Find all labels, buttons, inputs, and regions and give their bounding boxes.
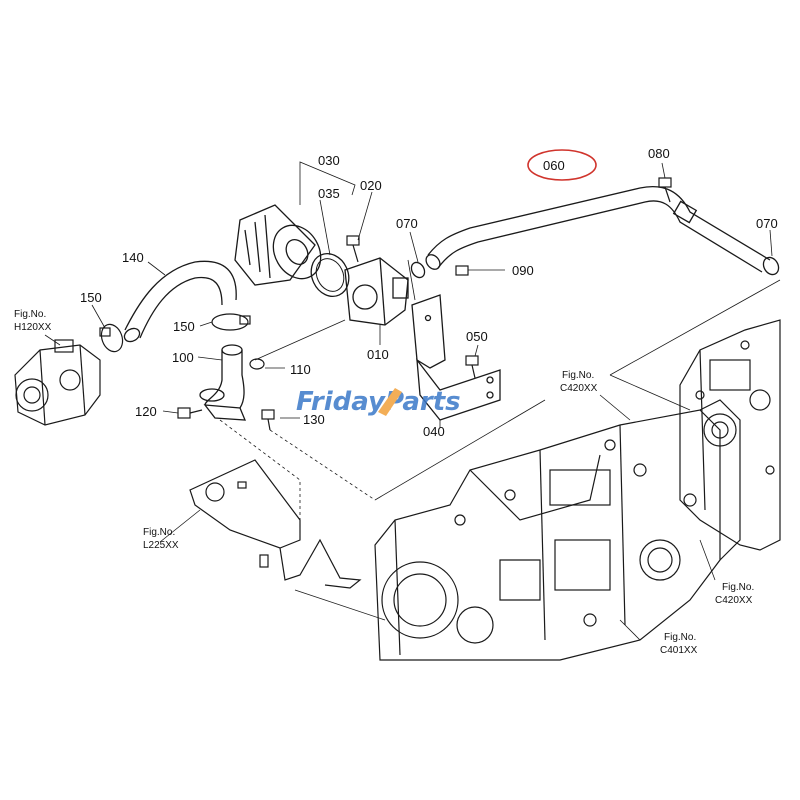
- hydraulic-pump: [14, 339, 101, 426]
- figref-c420b-line1: Fig.No.: [722, 582, 754, 593]
- watermark-swoosh: [378, 388, 402, 416]
- label-030: 030: [318, 153, 340, 168]
- figref-h120-line2: H120XX: [14, 322, 52, 333]
- figref-c420a-line2: C420XX: [560, 383, 598, 394]
- bolt-050: [465, 355, 479, 379]
- label-020: 020: [360, 178, 382, 193]
- transmission-housing: [374, 399, 741, 661]
- watermark-part1: Friday: [296, 387, 386, 417]
- label-090: 090: [512, 263, 534, 278]
- label-150-upper: 150: [173, 319, 195, 334]
- label-080: 080: [648, 146, 670, 161]
- figref-c401-line1: Fig.No.: [664, 632, 696, 643]
- label-140: 140: [122, 250, 144, 265]
- label-050: 050: [466, 329, 488, 344]
- figref-l225-line1: Fig.No.: [143, 527, 175, 538]
- svg-text:FridayParts: FridayParts: [296, 387, 461, 417]
- oil-filter: [234, 204, 322, 286]
- bolt-120: [177, 407, 203, 419]
- label-070-left: 070: [396, 216, 418, 231]
- hose-clamp-lower: [99, 323, 124, 353]
- hose-clamp-upper: [211, 313, 251, 331]
- bolt-130: [261, 409, 275, 431]
- label-100: 100: [172, 350, 194, 365]
- watermark-logo: FridayParts: [296, 387, 461, 417]
- hose: [123, 260, 237, 343]
- label-150-left: 150: [80, 290, 102, 305]
- figref-l225-line2: L225XX: [143, 540, 179, 551]
- figref-c401-line2: C401XX: [660, 645, 698, 656]
- bolt-090: [455, 265, 505, 276]
- bolt-020: [346, 235, 360, 263]
- o-ring-110: [249, 358, 265, 370]
- label-060: 060: [543, 158, 565, 173]
- label-120: 120: [135, 404, 157, 419]
- label-070-right: 070: [756, 216, 778, 231]
- oil-pipe: [425, 186, 771, 273]
- filter-gasket: [310, 253, 350, 297]
- filter-head: [344, 257, 409, 326]
- label-040: 040: [423, 424, 445, 439]
- o-ring-right: [762, 256, 780, 276]
- o-ring-left: [410, 261, 426, 279]
- figure-references: Fig.No. H120XX Fig.No. C420XX Fig.No. L2…: [14, 309, 754, 656]
- label-010: 010: [367, 347, 389, 362]
- pipe-fitting: [199, 344, 247, 421]
- figref-c420a-line1: Fig.No.: [562, 370, 594, 381]
- lower-bracket: [189, 459, 362, 589]
- rear-cover: [679, 319, 781, 551]
- figref-h120-line1: Fig.No.: [14, 309, 46, 320]
- label-130: 130: [303, 412, 325, 427]
- figref-c420b-line2: C420XX: [715, 595, 753, 606]
- leader-lines: [44, 161, 781, 641]
- highlight-circle: [527, 149, 597, 181]
- bracket: [411, 294, 501, 421]
- filter-gasket-inner: [315, 258, 345, 292]
- label-110: 110: [290, 362, 311, 377]
- part-labels: 030 035 020 070 060 080 070 090 140 150 …: [80, 146, 778, 439]
- label-035: 035: [318, 186, 340, 201]
